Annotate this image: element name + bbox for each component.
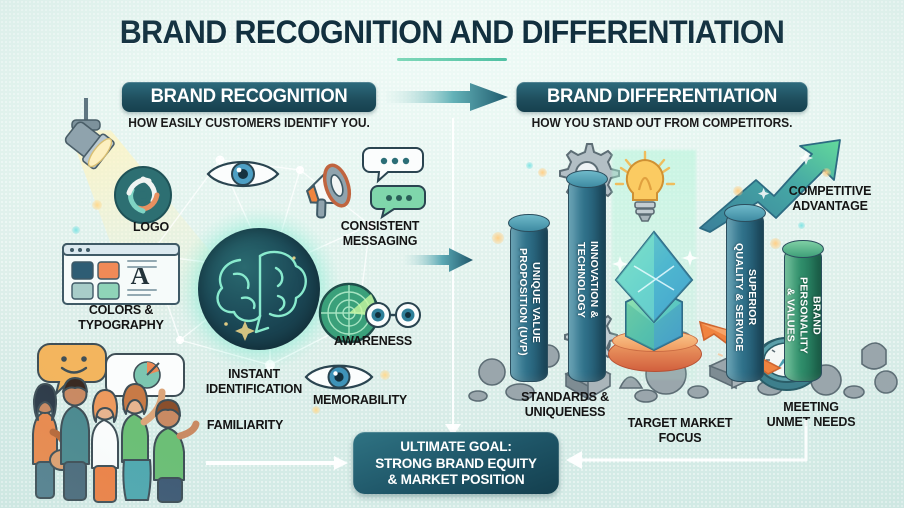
title-underline: [397, 58, 507, 61]
section-connector-arrow-icon: [405, 248, 473, 272]
label-familiarity: FAMILIARITY: [206, 417, 284, 432]
banner-brand-recognition: BRAND RECOGNITION: [121, 82, 377, 112]
banner-brand-differentiation: BRAND DIFFERENTIATION: [516, 82, 808, 112]
glow-dot: [770, 238, 781, 249]
subtitle-brand-recognition: HOW EASILY CUSTOMERS IDENTIFY YOU.: [128, 116, 370, 130]
speech-bubble-green-icon: [370, 184, 426, 220]
banner-connector-arrow-icon: [386, 83, 508, 111]
palette-typography-icon: A: [62, 243, 180, 305]
lightbulb-icon: [614, 150, 676, 224]
label-competitive-advantage: COMPETITIVE ADVANTAGE: [788, 183, 872, 213]
label-consistent-messaging: CONSISTENT MESSAGING: [340, 218, 420, 248]
brain-icon: [198, 228, 320, 350]
pillar-innovation-technology: INNOVATION & TECHNOLOGY: [566, 170, 608, 382]
glow-dot: [92, 200, 102, 210]
pillar-label-innovation: INNOVATION & TECHNOLOGY: [575, 241, 601, 319]
svg-text:A: A: [131, 261, 150, 290]
megaphone-icon: [300, 158, 372, 220]
glow-dot: [822, 168, 831, 177]
eyes-pair-icon: [364, 300, 422, 330]
label-memorability: MEMORABILITY: [312, 392, 408, 407]
eye-icon: [206, 154, 280, 194]
crystal-trophy-icon: [604, 226, 704, 356]
pillar-brand-personality-values: BRAND PERSONALITY & VALUES: [782, 240, 824, 382]
glow-dot: [538, 168, 547, 177]
glow-dot: [380, 370, 390, 380]
pillar-superior-quality-service: SUPERIOR QUALITY & SERVICE: [724, 204, 766, 382]
glow-dot: [492, 232, 504, 244]
spotlight-icon: [58, 98, 130, 170]
label-standards-uniqueness: STANDARDS & UNIQUENESS: [521, 389, 609, 419]
page-title: BRAND RECOGNITION AND DIFFERENTIATION: [119, 14, 785, 50]
speech-bubble-white-icon: [362, 146, 424, 184]
glow-dot: [798, 222, 805, 229]
people-group-icon: [10, 336, 200, 504]
pillar-label-brand-personality: BRAND PERSONALITY & VALUES: [784, 276, 823, 354]
eye-memorability-icon: [304, 358, 374, 396]
ultimate-goal-box: ULTIMATE GOAL: STRONG BRAND EQUITY & MAR…: [353, 432, 559, 494]
label-instant-identification: INSTANT IDENTIFICATION: [205, 366, 303, 396]
label-colors-typography: COLORS & TYPOGRAPHY: [78, 302, 164, 332]
label-logo: LOGO: [133, 219, 169, 234]
glow-dot: [526, 162, 533, 169]
glow-dot: [72, 226, 80, 234]
subtitle-brand-differentiation: HOW YOU STAND OUT FROM COMPETITORS.: [531, 116, 793, 130]
glow-dot: [733, 186, 743, 196]
glow-dot: [312, 406, 320, 414]
label-target-market-focus: TARGET MARKET FOCUS: [627, 415, 733, 445]
section-divider: [452, 118, 454, 430]
label-awareness: AWARENESS: [333, 333, 413, 348]
pillar-label-superior-quality: SUPERIOR QUALITY & SERVICE: [733, 242, 759, 352]
label-meeting-unmet-needs: MEETING UNMET NEEDS: [766, 399, 856, 429]
pillar-label-uvp: UNIQUE VALUE PROPOSITION (UVP): [517, 248, 543, 356]
logo-swirl-icon: [113, 165, 173, 225]
goal-arrow-from-left-icon: [206, 456, 348, 470]
pillar-unique-value-proposition: UNIQUE VALUE PROPOSITION (UVP): [508, 214, 550, 382]
goal-arrow-from-right-icon: [564, 420, 808, 470]
